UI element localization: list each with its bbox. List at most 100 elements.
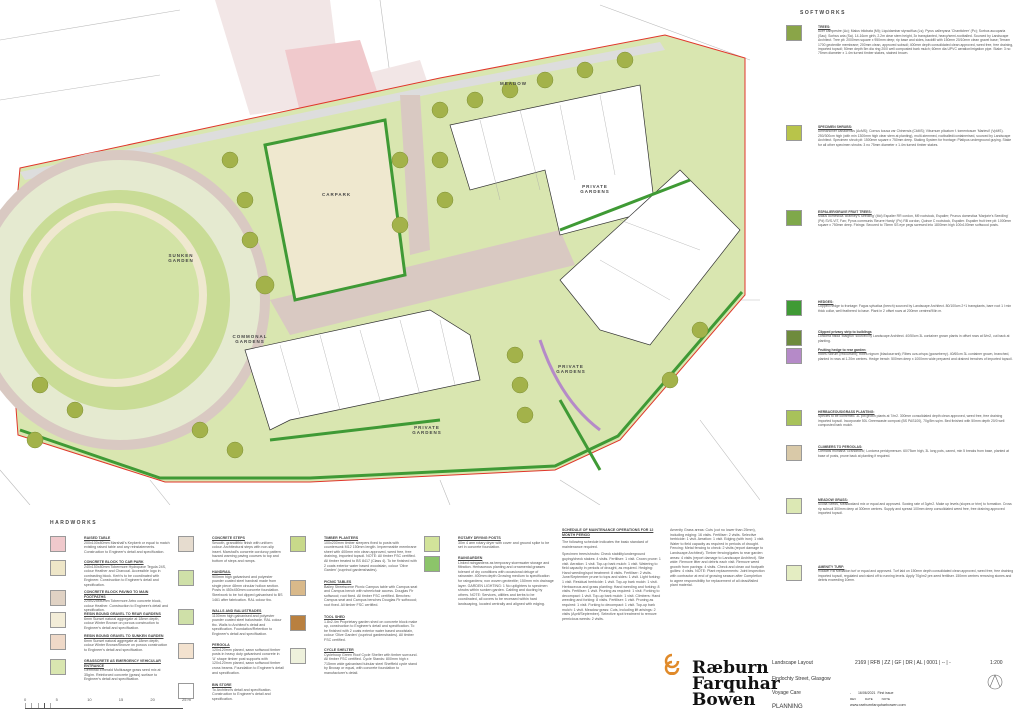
hardworks-item-heading: PERGOLA [212,643,230,647]
legend-swatch [786,410,802,426]
softworks-item: ESPALIER/GRAVE FRUIT TREES:Malus domesti… [786,210,1014,228]
revision-row: - 16/06/2021 First issue [850,691,893,695]
softworks-item: TREES:Acer campestre (Ac); Malus triloba… [786,25,1014,56]
label-meadow: MEADOW [500,81,527,86]
softworks-title: SOFTWORKS [800,10,846,16]
hardworks-title: HARDWORKS [50,520,98,526]
hardworks-item-heading: HANDRAIL [212,570,231,574]
main-footpath [270,95,575,335]
logo-line-2: Farquhar [692,674,780,694]
legend-swatch [290,648,306,664]
softworks-item: MEADOW GRASS:Scotia Seeds, Meadowland mi… [786,498,1014,516]
softworks-item-text: Malus domestica 'Bramley's Seedling' (Md… [818,214,1012,228]
scale-tick-label: 25 m [182,697,191,702]
company-website[interactable]: www.raeburnfarquharbowen.com [850,703,906,707]
raised-table [285,40,380,112]
softworks-item-heading: SPECIMEN SHRUBS: [818,125,853,129]
softworks-item-heading: HERBACEOUS/GRASS PLANTING: [818,410,875,414]
hardworks-item-heading: CONCRETE BLOCK PAVING TO MAIN FOOTPATHS [84,590,149,599]
label-sunken-garden: SUNKEN GARDEN [168,253,194,263]
softworks-item-heading: Clipped privacy strip to buildings [818,330,872,334]
legend-swatch [50,590,66,606]
hardworks-item-text: 1.8x2.4m Proprietary garden shed on conc… [324,619,418,642]
hardworks-item-heading: CONCRETE BLOCK TO CAR PARK [84,560,144,564]
softworks-item: HERBACEOUS/GRASS PLANTING:Species to be … [786,410,1014,428]
trees [26,51,709,459]
hardworks-item-heading: RAINGARDEN [458,556,483,560]
scale-bar [25,703,183,709]
hardworks-item-heading: CONCRETE STEPS [212,536,245,540]
legend-swatch [290,615,306,631]
client-name: Voyage Care [772,690,801,696]
building-east [559,169,741,346]
hardworks-item-text: 6mm Sunset natural aggregate at 18mm dep… [84,616,160,630]
hardworks-item-heading: BIN STORE [212,683,232,687]
softworks-item-text: Scotia Seeds, Meadowland mix or equal an… [818,502,1012,516]
site-address: Findochty Street, Glasgow [772,676,831,682]
softworks-item-heading: Fruiting hedge to rear garden: [818,348,867,352]
legend-swatch [786,445,802,461]
drawing-number: 2169 | RFB | ZZ | GF | DR | AL | 0001 | … [855,660,951,666]
revision-note: First issue [877,691,894,695]
legend-swatch [786,498,802,514]
hardworks-item-text: To Architect's detail and specification.… [212,687,272,701]
softworks-item-text: Species to be confirmed. 3L pot grown pl… [818,414,1005,428]
hedges [19,178,744,480]
scale-tick-label: 0 [24,697,27,702]
legend-swatch [786,210,802,226]
hardworks-item-heading: RESIN BOUND GRAVEL TO REAR GARDENS [84,612,161,616]
north-arrow-icon [987,674,1003,690]
site-plan [0,0,760,505]
building-north [449,84,656,236]
legend-swatch [50,560,66,576]
legend-swatch [50,659,66,675]
label-carpark: CARPARK [322,192,352,197]
hardworks-item-text: 100x200mm timber sleepers fixed to posts… [324,540,417,573]
note-header: NOTE [881,697,890,701]
softworks-item-heading: CLIMBERS TO PERGOLAS: [818,445,863,449]
revision-headers: REV DATE NOTE [850,697,890,701]
drawing-title: Landscape Layout [772,660,813,666]
legend-swatch [50,612,66,628]
fruiting-hedge [538,339,601,432]
scale-tick-label: 20 [150,697,155,702]
label-private-gardens-north: PRIVATE GARDENS [580,184,610,194]
softworks-item-text: Amelanchier canadensis (AcMS); Cornus ko… [818,129,1012,147]
legend-swatch [178,536,194,552]
hardworks-item-text: Germinal Emerald Multiusage grass seed m… [84,668,161,682]
softworks-item: SPECIMEN SHRUBS:Amelanchier canadensis (… [786,125,1014,147]
legend-swatch [178,643,194,659]
hardworks-item-heading: TOOL SHED [324,615,345,619]
legend-swatch [290,536,306,552]
logo-line-3: Bowen [692,690,756,710]
legend-swatch [424,536,440,552]
hardworks-item-text: 225x225x80mm Tobermore Artro concrete bl… [84,599,168,613]
softworks-item-heading: ESPALIER/GRAVE FRUIT TREES: [818,210,872,214]
brand-logo-icon [664,653,680,675]
rev-header: REV [850,697,857,701]
hardworks-item-text: 900mm high galvanised and polyester powd… [212,574,283,602]
softworks-item: AMENITY TURF:Rolawn RB Medallion turf or… [786,565,1014,583]
hardworks-item-text: 240x150x80mm Tobermore Hydropave Tegula … [84,564,166,587]
legend-swatch [786,25,802,41]
softworks-item: CLIMBERS TO PERGOLAS:Clematis montana 'G… [786,445,1014,461]
legend-swatch [424,556,440,572]
buildings [244,84,741,431]
building-south [244,309,481,431]
hardworks-item-text: Linked raingardens as temporary stormwat… [458,560,554,606]
maintenance-col2: Amenity Grass areas: Cuts (cut no lower … [670,528,765,588]
date-header: DATE [865,697,873,701]
maintenance-intro: The following schedule indicates the bas… [562,540,649,549]
hardworks-item-heading: PICNIC TABLES [324,580,352,584]
softworks-item-heading: AMENITY TURF: [818,565,845,569]
revision-date: 16/06/2021 [857,691,876,695]
carpark-area [263,118,407,302]
maintenance-col1: Specimen trees/shrubs: Check stability/u… [562,552,661,621]
